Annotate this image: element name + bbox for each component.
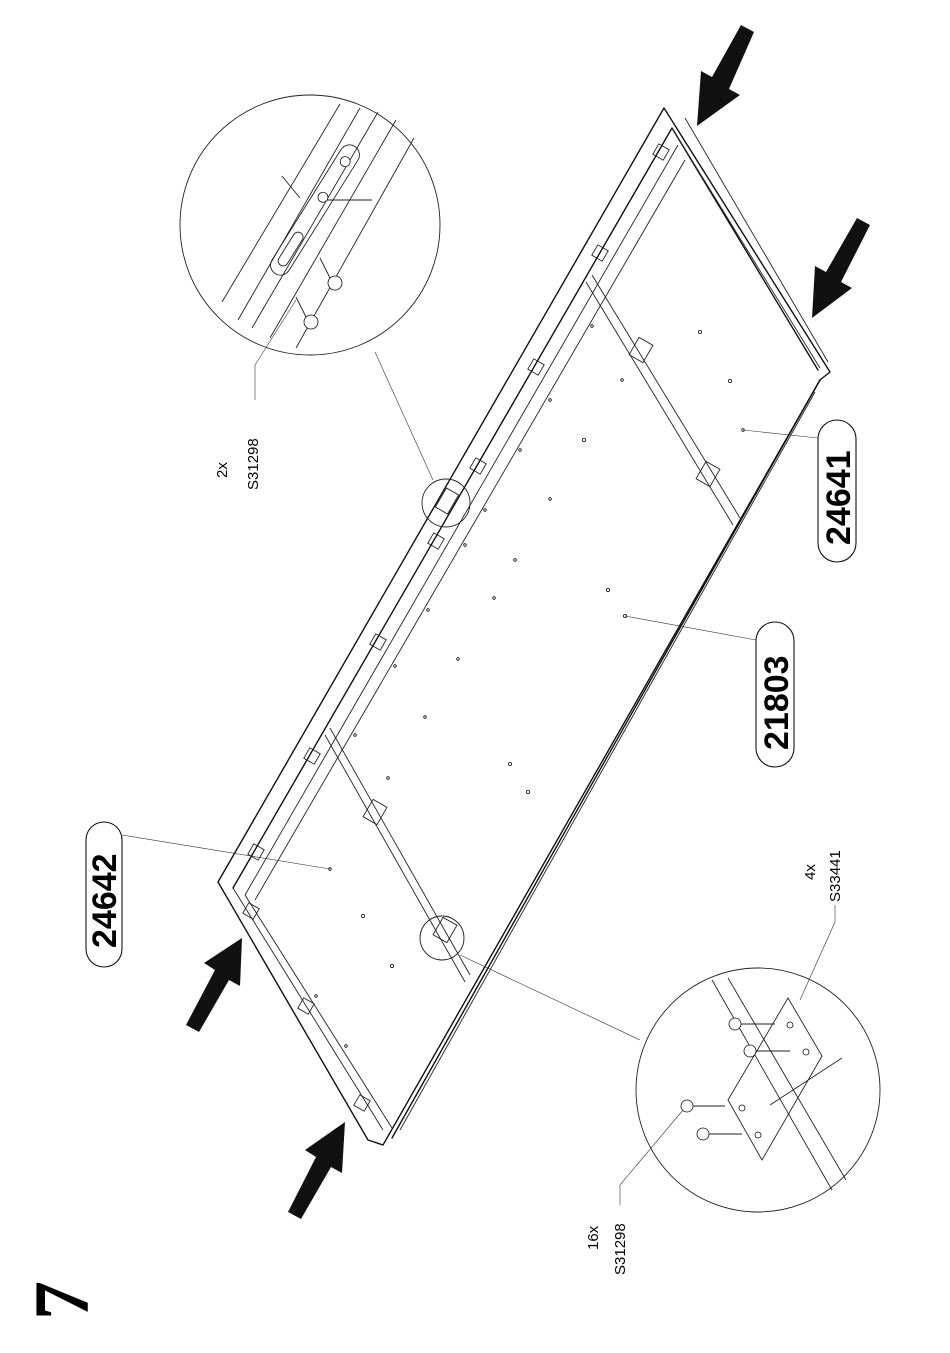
right-end-rail [672, 128, 820, 368]
plate-screw-code: S33441 [827, 850, 844, 902]
top-detail-screws [296, 258, 342, 329]
right-end-rail-2 [685, 118, 828, 362]
part-24642-label: 24642 [86, 853, 124, 948]
arrow-bottom-left-1 [186, 938, 242, 1032]
top-detail-leader [375, 352, 433, 480]
top-detail-code: S31298 [245, 438, 262, 490]
screw-qty: 16x [585, 1225, 602, 1250]
bottom-detail-view: 4x S33441 16x S31298 [420, 850, 880, 1275]
step-number: 7 [18, 1281, 105, 1320]
plate-screw-qty: 4x [802, 864, 819, 880]
left-end-rail [233, 888, 383, 1130]
top-detail-view: 2x S31298 [180, 95, 470, 527]
part-24641-label: 24641 [820, 450, 858, 545]
part-label-center: 21803 [625, 616, 796, 767]
plate-screw-callout [800, 905, 835, 1000]
bottom-detail-leader [460, 955, 640, 1040]
cross-rail-left-b [325, 735, 465, 982]
connector-plates [363, 337, 720, 942]
cross-rail-right [592, 275, 740, 518]
cross-rail-left [330, 728, 470, 975]
part-label-right: 24641 [743, 420, 858, 562]
part-label-left: 24642 [86, 822, 330, 967]
frame-outline [218, 108, 830, 1145]
bottom-detail-plate [728, 998, 822, 1160]
rail-inner-2 [245, 145, 678, 895]
bottom-edge-2 [400, 392, 815, 1130]
rail-inner-3 [255, 160, 685, 900]
top-detail-callout [255, 300, 296, 365]
arrow-bottom-left-2 [288, 1122, 345, 1219]
top-detail-qty: 2x [214, 462, 231, 478]
part-21803-label: 21803 [758, 655, 796, 750]
cross-rail-right-b [586, 282, 733, 525]
bottom-detail-source-circle [420, 916, 464, 960]
arrow-top-right-1 [697, 25, 754, 126]
left-end-rail-2 [245, 895, 392, 1128]
rail-inner-1 [233, 128, 818, 888]
screw-callout [620, 1110, 683, 1205]
bottom-detail-screws [681, 1018, 790, 1140]
screw-code: S31298 [612, 1223, 629, 1275]
panel-assembly [218, 108, 830, 1145]
push-arrows [186, 25, 870, 1219]
arrow-top-right-2 [812, 218, 870, 318]
